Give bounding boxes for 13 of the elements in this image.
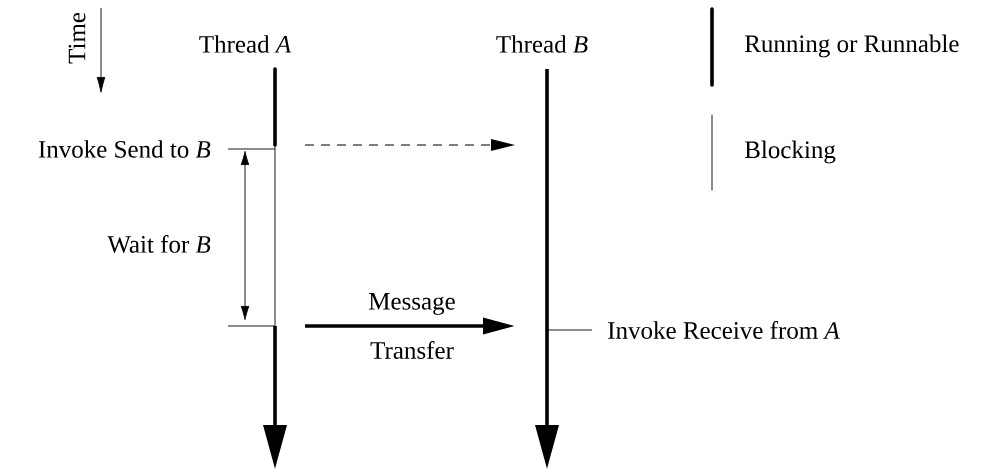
annotation-text: Invoke Receive from A xyxy=(608,321,840,339)
leader-line xyxy=(546,329,593,331)
message-label: Transfer xyxy=(370,341,454,359)
lifeline-heading: Thread A xyxy=(199,35,292,53)
arrow xyxy=(304,139,515,151)
leader-line xyxy=(227,148,276,150)
legend-text: Running or Runnable xyxy=(744,34,959,58)
legend-text: Blocking xyxy=(744,140,836,164)
dimension-label: Wait for B xyxy=(107,235,211,253)
annotation-text: Invoke Send to B xyxy=(38,140,211,158)
lifeline-heading: Thread B xyxy=(496,35,588,53)
axis-label: Time xyxy=(68,12,86,64)
message-label: Message xyxy=(369,293,455,315)
